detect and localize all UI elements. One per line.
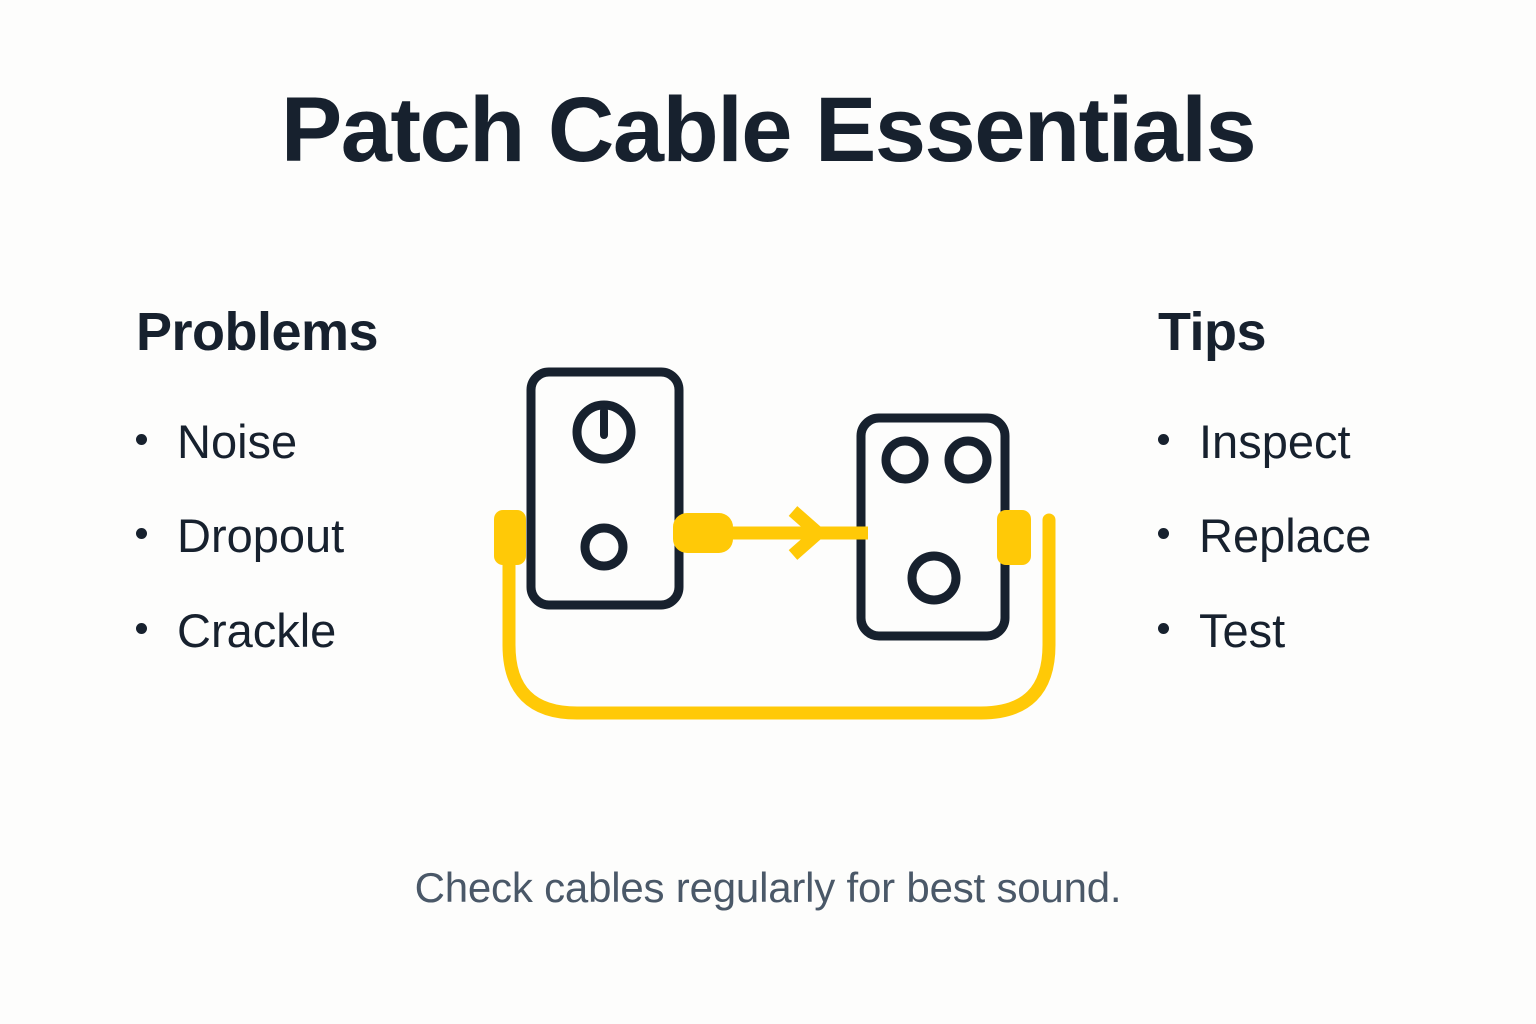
list-item: Dropout: [136, 509, 516, 563]
problems-list: Noise Dropout Crackle: [136, 417, 516, 655]
left-plug-signal-out-icon[interactable]: [673, 513, 733, 553]
knob-icon[interactable]: [572, 400, 636, 464]
tips-item-label: Replace: [1199, 509, 1372, 563]
cable-loop: [502, 513, 1056, 720]
bullet-dot-icon: [136, 528, 147, 540]
problems-heading: Problems: [136, 302, 379, 362]
problems-item-label: Crackle: [177, 603, 337, 657]
list-item: Replace: [1158, 509, 1518, 563]
right-plug-outer-icon[interactable]: [997, 510, 1031, 565]
bullet-dot-icon: [1158, 622, 1169, 634]
jack-circle-icon[interactable]: [580, 523, 628, 571]
left-plug-outer-icon[interactable]: [494, 510, 526, 565]
bullet-dot-icon: [136, 622, 147, 634]
jack-circle-right-icon[interactable]: [944, 436, 992, 484]
footer-caption: Check cables regularly for best sound.: [414, 864, 1122, 911]
problems-column: Problems Noise Dropout Crackle: [136, 305, 516, 655]
jack-circle-left-icon[interactable]: [881, 436, 929, 484]
patch-cable-pedal-diagram: [468, 345, 1088, 755]
tips-heading: Tips: [1158, 302, 1267, 362]
tips-item-label: Inspect: [1199, 415, 1351, 468]
list-item: Noise: [136, 417, 516, 466]
bullet-dot-icon: [1158, 434, 1169, 445]
signal-flow-arrow-icon: [788, 506, 828, 560]
tips-column: Tips Inspect Replace Test: [1158, 305, 1518, 655]
problems-item-label: Dropout: [177, 509, 345, 563]
footswitch-circle-icon[interactable]: [907, 551, 961, 605]
tips-item-label: Test: [1199, 603, 1286, 657]
problems-item-label: Noise: [177, 415, 298, 468]
list-item: Crackle: [136, 603, 516, 657]
bullet-dot-icon: [1158, 528, 1169, 540]
list-item: Inspect: [1158, 417, 1518, 466]
tips-list: Inspect Replace Test: [1158, 417, 1518, 655]
list-item: Test: [1158, 603, 1518, 657]
left-pedal-body: [526, 367, 684, 610]
bullet-dot-icon: [136, 434, 147, 445]
page-title: Patch Cable Essentials: [280, 79, 1257, 181]
